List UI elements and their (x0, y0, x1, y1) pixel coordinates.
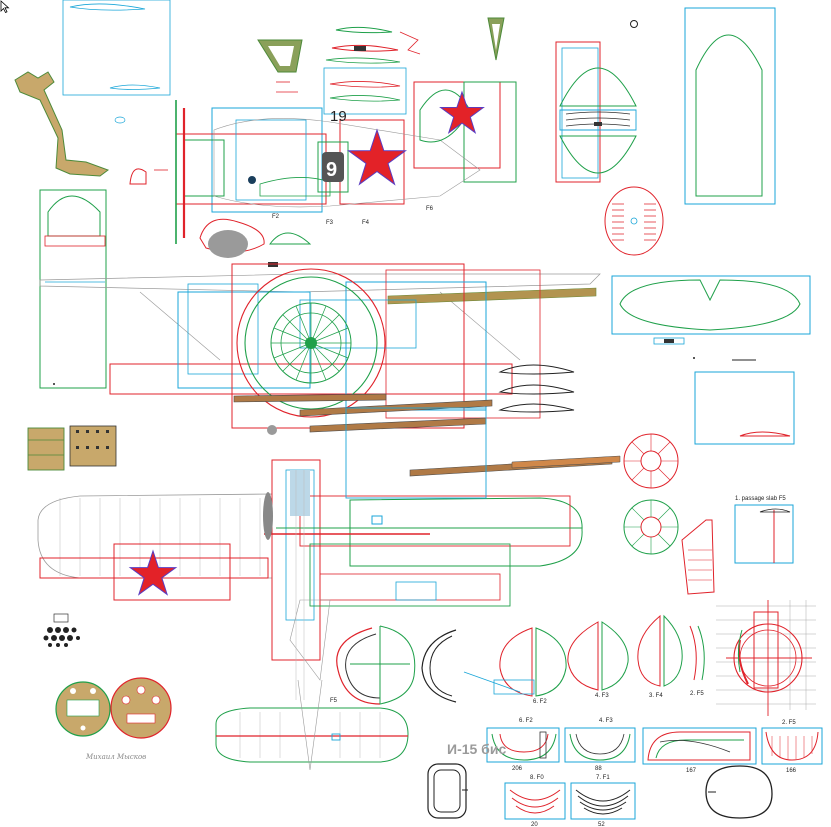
passage-slab-label: 1. passage slab F5 (735, 496, 786, 502)
bottom-part-20 (504, 782, 566, 820)
part-label-4f3: 4. F3 (599, 718, 613, 724)
airfoil-profiles-box (62, 0, 171, 124)
bulkhead-disc-green (55, 681, 111, 737)
tail-plane-plan-view (215, 679, 409, 771)
radial-engine-cylinder-part (604, 186, 664, 256)
part-number-52: 52 (598, 822, 605, 827)
bottom-part-88 (564, 727, 636, 763)
cowl-ring-outline-large (705, 765, 773, 819)
designer-signature: Михаил Мысков (85, 753, 146, 761)
upper-wing-front-view (39, 263, 601, 429)
label-f6: F6 (426, 206, 434, 212)
canopy-template (611, 275, 811, 361)
cowl-ring-formers (336, 625, 457, 705)
engine-detail-drawing (716, 600, 816, 716)
part-number-20: 20 (531, 822, 538, 827)
lower-wing-plan-view (37, 407, 583, 700)
passage-slab-box (734, 504, 794, 564)
side-panel-template (39, 189, 107, 389)
engine-front-rings (623, 433, 679, 555)
fuselage-star-2 (439, 90, 485, 134)
triangle-frame-parts (257, 17, 638, 73)
label-f5: F5 (330, 698, 338, 704)
fuselage-number-label: 9 (326, 159, 337, 181)
bottom-part-167 (642, 727, 757, 765)
bottom-part-166 (761, 727, 823, 765)
cursor-arrow-icon (0, 0, 10, 14)
wheel-half-part (129, 168, 168, 185)
cowl-ring-outline-small (427, 763, 468, 819)
part-number-167: 167 (686, 768, 697, 774)
gear-leg-parts (27, 425, 117, 471)
tail-fin-template (684, 7, 776, 205)
part-label-7f1: 7. F1 (596, 775, 610, 781)
bulkhead-disc-red (110, 677, 172, 739)
instrument-panel-part (43, 613, 80, 647)
part-number-166: 166 (786, 768, 797, 774)
lower-wing-star (128, 549, 178, 596)
strut-airfoil-set (276, 26, 421, 115)
former-label-3f4: 3. F4 (649, 693, 663, 699)
former-label-6f2: 6. F2 (533, 699, 547, 705)
landing-gear-strut-part (14, 71, 110, 177)
bottom-part-52 (570, 782, 636, 820)
fuselage-number-badge: 9 (322, 152, 344, 182)
part-number-206: 206 (512, 766, 523, 772)
tail-wheel-box (694, 371, 795, 445)
side-number-label: 19 (330, 108, 347, 125)
label-f4: F4 (362, 220, 370, 226)
cowling-section-views (555, 41, 637, 183)
label-f2: F2 (272, 214, 280, 220)
model-title: И-15 бис (447, 741, 506, 757)
fuselage-former-halves (463, 614, 705, 697)
strut-profile-sketches (498, 364, 575, 413)
former-label-2f5: 2. F5 (690, 691, 704, 697)
propeller-disc (236, 268, 386, 418)
part-label-2f5: 2. F5 (782, 720, 796, 726)
part-label-8f0: 8. F0 (530, 775, 544, 781)
bottom-part-206 (486, 727, 560, 763)
label-f3: F3 (326, 220, 334, 226)
fuselage-star-1 (346, 128, 408, 186)
part-label-6f2: 6. F2 (519, 718, 533, 724)
part-number-88: 88 (595, 766, 602, 772)
seat-part (681, 519, 715, 595)
former-label-4f3: 4. F3 (595, 693, 609, 699)
